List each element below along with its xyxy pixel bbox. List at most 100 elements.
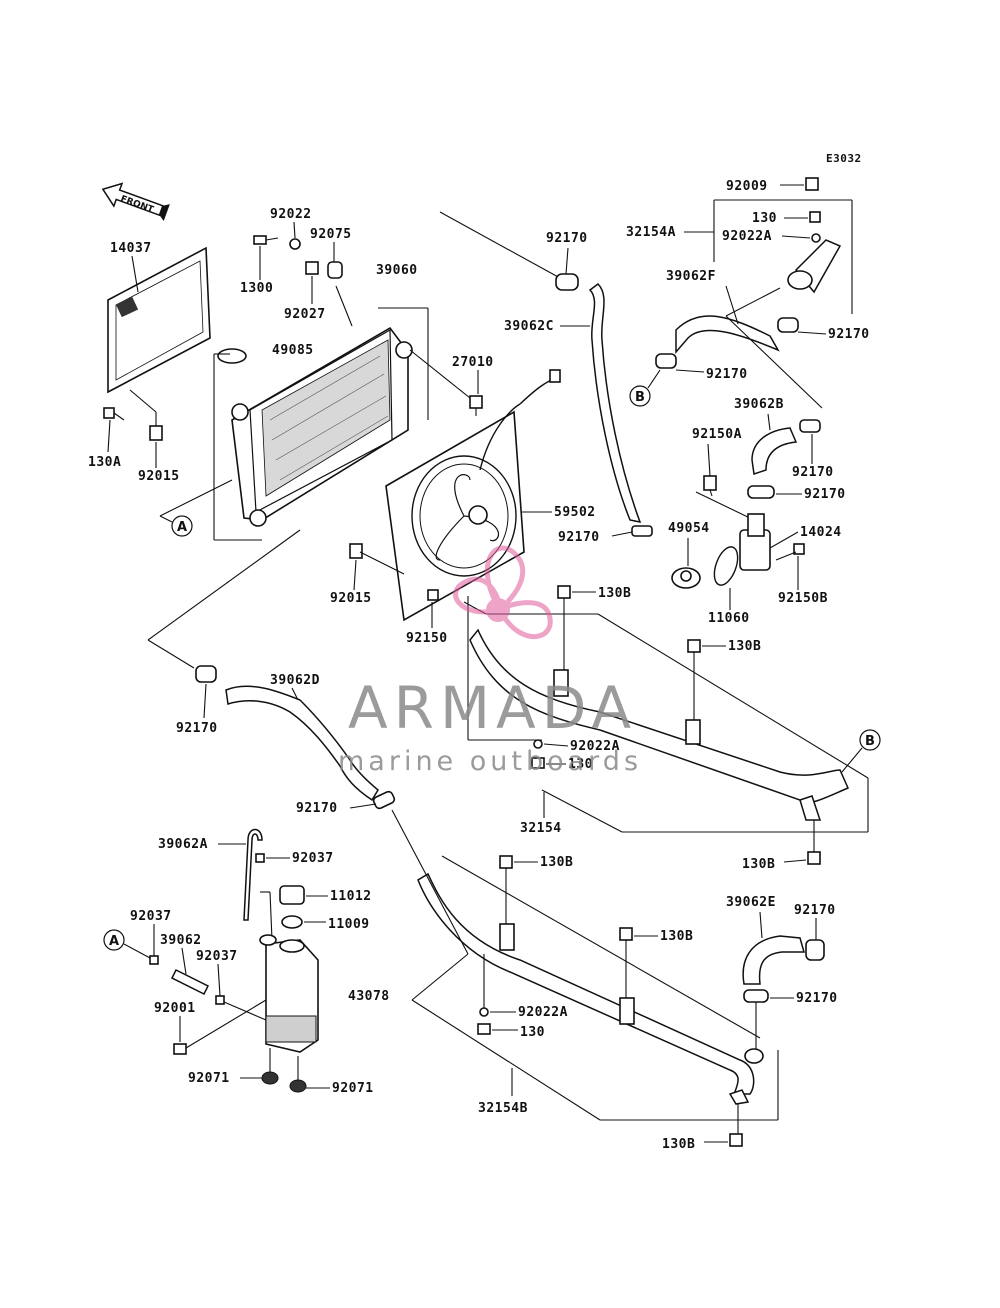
collar-92027-icon [305,261,319,275]
label-11012: 11012 [330,889,372,904]
label-92022a-mid: 92022A [570,739,620,754]
gasket-11060-icon [713,546,739,586]
label-92170-c: 92170 [792,465,834,480]
bolt-92150b-icon [793,543,805,555]
clip-92015-icon [149,425,163,441]
clip-92015-mid-icon [349,543,363,559]
radiator-screen [107,246,211,394]
label-92022a-low: 92022A [518,1005,568,1020]
front-arrow-icon: FRONT [101,182,170,221]
label-39062: 39062 [160,933,202,948]
clamp-92170-d-icon [747,485,775,499]
label-39062e: 39062E [726,895,776,910]
label-92170-b: 92170 [706,367,748,382]
label-39062a: 39062A [158,837,208,852]
label-92170-e1: 92170 [794,903,836,918]
ref-marker-a-top [171,515,193,537]
thermostat-49054-icon [671,567,701,589]
clip-92037-a-icon [255,853,265,863]
clamp-92170-left-icon [195,665,217,683]
label-49054: 49054 [668,521,710,536]
label-92037-c: 92037 [196,949,238,964]
bolt-130b-3-icon [807,851,821,865]
bolt-130b-2-icon [687,639,701,653]
clamp-92170-b-icon [655,353,677,369]
label-39062d: 39062D [270,673,320,688]
washer-92022a-top-icon [811,233,821,243]
label-92015-top: 92015 [138,469,180,484]
pipe-32154 [469,628,849,821]
watermark-tagline: marine outboards [338,746,642,777]
label-43078: 43078 [348,989,390,1004]
label-130b-3: 130B [742,857,775,872]
label-11060: 11060 [708,611,750,626]
clamp-92170-e1-icon [805,939,825,961]
label-130b-6: 130B [662,1137,695,1152]
label-32154: 32154 [520,821,562,836]
seal-11009-icon [281,915,303,929]
bleeder-92009-icon [805,177,819,191]
label-39062f: 39062F [666,269,716,284]
label-92170-low: 92170 [296,801,338,816]
label-92170-f: 92170 [828,327,870,342]
label-11009: 11009 [328,917,370,932]
label-92150b: 92150B [778,591,828,606]
label-92015-mid: 92015 [330,591,372,606]
label-92009: 92009 [726,179,768,194]
bolt-130-top-icon [809,211,821,223]
label-92071-b: 92071 [332,1081,374,1096]
bolt-130b-4-icon [499,855,513,869]
label-59502: 59502 [554,505,596,520]
bolt-130b-6-icon [729,1133,743,1147]
clip-92037-b-icon [149,955,159,965]
pipe-32154b [417,872,755,1105]
hose-39062c [588,283,642,523]
bolt-130a-icon [103,407,125,421]
clamp-92170-e2-icon [743,989,769,1003]
label-130b-1: 130B [598,586,631,601]
washer-92022a-low-icon [479,1007,489,1017]
diagram-code: E3032 [826,152,862,165]
pipe-end-32154b [744,1048,764,1064]
hose-39062e [742,935,805,985]
label-130b-2: 130B [728,639,761,654]
hose-39062f [675,315,780,355]
washer-92022-icon [289,238,301,250]
reserve-tank-43078 [259,934,319,1053]
ref-marker-b-top [629,385,651,407]
label-92037-b: 92037 [130,909,172,924]
label-49085: 49085 [272,343,314,358]
grommet-92071-b-icon [289,1079,307,1093]
ref-marker-b-top-label: B [635,390,645,405]
bolt-92150-icon [427,589,439,601]
label-92150a: 92150A [692,427,742,442]
bolt-130b-5-icon [619,927,633,941]
clamp-92170-mid-icon [631,525,653,537]
hose-39062d [225,685,379,802]
grommet-92075-icon [327,261,343,279]
label-130-top: 130 [752,211,777,226]
label-14037: 14037 [110,241,152,256]
bolt-130b-1-icon [557,585,571,599]
ref-marker-a-top-label: A [177,520,187,535]
label-92001: 92001 [154,1001,196,1016]
label-92075: 92075 [310,227,352,242]
label-39062b: 39062B [734,397,784,412]
watermark-logo-icon [453,545,553,640]
label-92170-left: 92170 [176,721,218,736]
label-92170-e2: 92170 [796,991,838,1006]
label-130b-5: 130B [660,929,693,944]
temp-switch-27010-icon [469,395,483,416]
clamp-92170-f-icon [777,317,799,333]
ref-marker-a-low-label: A [109,934,119,949]
hose-39062a [243,828,263,921]
label-39062c: 39062C [504,319,554,334]
ref-marker-b-low [859,729,881,751]
label-92027: 92027 [284,307,326,322]
hose-39062 [170,968,210,996]
washer-92022a-mid-icon [533,739,543,749]
radiator [217,326,413,527]
label-92022: 92022 [270,207,312,222]
label-92071-a: 92071 [188,1071,230,1086]
